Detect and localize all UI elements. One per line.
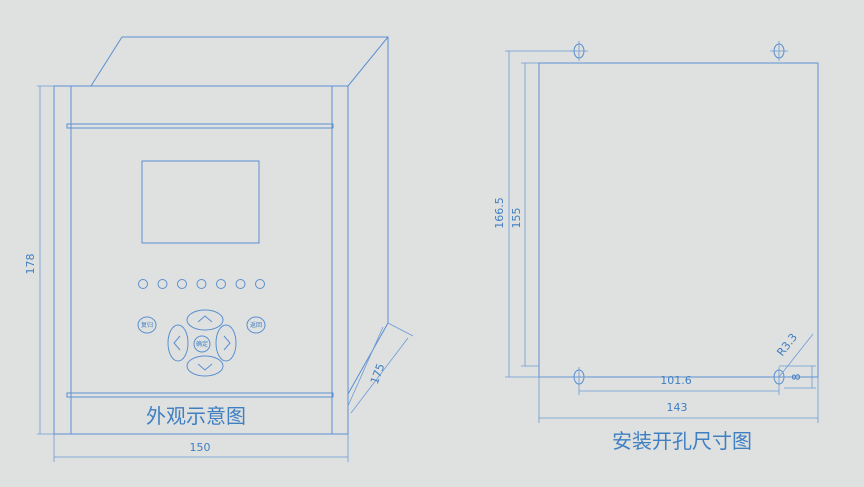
housing-side-edge	[347, 322, 389, 395]
panel-top-strip	[66, 123, 334, 129]
confirm-button	[193, 335, 211, 353]
housing-top-edge	[347, 36, 389, 87]
front-view: 复归 返回 确定 外观示意图 178 150 175	[24, 36, 414, 462]
right-arrow-icon	[223, 335, 231, 351]
up-arrow-icon	[197, 315, 213, 323]
left-key	[167, 324, 189, 362]
left-arrow-icon	[173, 335, 181, 351]
led-row	[138, 279, 265, 289]
mounting-hole-top-left	[570, 41, 588, 61]
right-key	[215, 324, 237, 362]
led-indicator	[196, 279, 207, 289]
inner-height-dim-label: 155	[510, 208, 523, 229]
front-panel-outline	[53, 85, 349, 435]
led-indicator	[157, 279, 168, 289]
depth-dim-ext-near	[347, 326, 384, 407]
width-dim-label: 150	[190, 441, 211, 454]
height-dim-label: 178	[24, 254, 37, 275]
front-view-caption: 外观示意图	[146, 404, 246, 428]
mounting-hole-top-right	[770, 41, 788, 61]
depth-dim-line	[350, 337, 409, 414]
width-dim-label: 143	[667, 401, 688, 414]
led-indicator	[255, 279, 265, 289]
reset-button	[137, 316, 157, 334]
depth-dim-ext-far	[387, 322, 414, 337]
mounting-hole-bottom-left	[570, 367, 588, 387]
lcd-screen	[141, 160, 260, 244]
led-indicator	[138, 279, 148, 289]
confirm-button-label: 确定	[196, 340, 208, 348]
up-key	[186, 309, 224, 331]
cutout-outline	[538, 62, 819, 378]
return-button-label: 返回	[250, 322, 262, 329]
down-key	[186, 355, 224, 377]
led-indicator	[235, 279, 246, 289]
cutout-view: 166.5 155 101.6 143 R3.3 8 安装开孔尺寸图	[493, 41, 819, 453]
led-indicator	[177, 279, 187, 289]
led-indicator	[216, 279, 226, 289]
down-arrow-icon	[197, 363, 213, 371]
reset-button-label: 复归	[141, 321, 153, 329]
hole-spacing-dim-label: 101.6	[660, 374, 692, 387]
panel-bottom-strip	[66, 392, 334, 398]
offset-dim-label: 8	[790, 374, 803, 381]
outer-height-dim-label: 166.5	[493, 197, 506, 229]
radius-leader-line	[778, 333, 814, 378]
cutout-view-caption: 安装开孔尺寸图	[612, 429, 752, 453]
housing-perspective-outline	[90, 36, 389, 323]
depth-dim-label: 175	[368, 362, 387, 386]
return-button	[246, 316, 266, 334]
